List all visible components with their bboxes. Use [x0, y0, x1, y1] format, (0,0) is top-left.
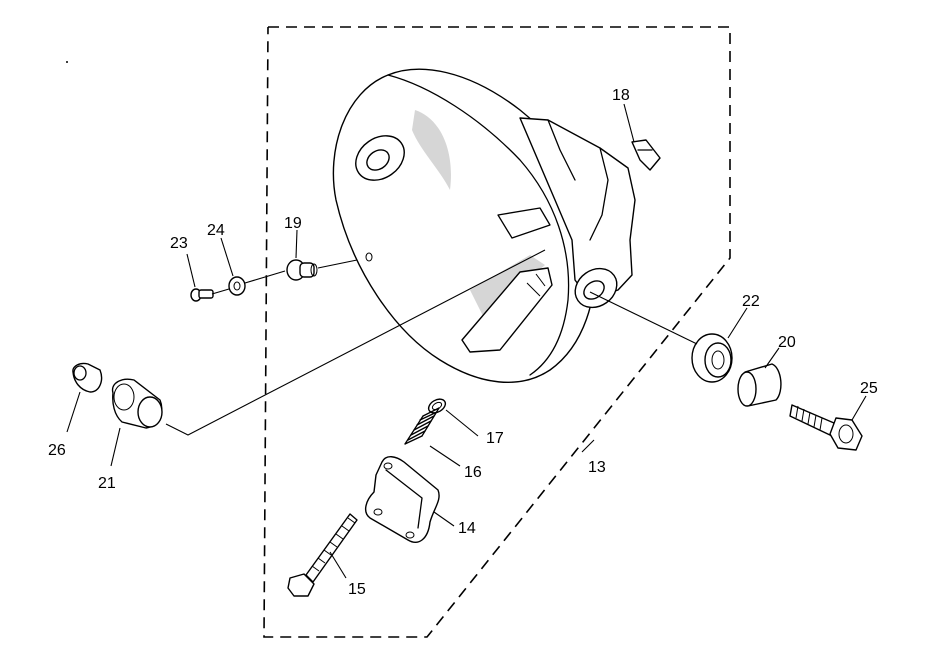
part-20-spacer [737, 363, 782, 407]
label-18: 18 [612, 87, 630, 104]
alignment-lines [165, 249, 698, 436]
part-18-clip [631, 139, 661, 171]
label-17: 17 [486, 430, 504, 447]
label-20: 20 [778, 334, 796, 351]
part-25-bolt [789, 404, 863, 451]
label-24: 24 [207, 222, 225, 239]
assembly-boundary-dashed [263, 26, 731, 638]
label-13: 13 [588, 459, 606, 476]
label-14: 14 [458, 520, 476, 537]
part-16-spring [404, 407, 440, 445]
part-23-screw [190, 288, 214, 302]
part-26-cap [72, 362, 103, 393]
part-24-washer [228, 276, 246, 296]
part-19-grommet [286, 259, 318, 281]
label-22: 22 [742, 293, 760, 310]
part-labels: 13 14 15 16 17 18 19 20 21 22 23 24 25 2… [48, 87, 878, 598]
part-22-bushing [691, 333, 733, 383]
stray-dot [66, 61, 68, 63]
headlight-housing [332, 68, 636, 384]
label-16: 16 [464, 464, 482, 481]
part-14-bracket [364, 456, 440, 543]
label-19: 19 [284, 215, 302, 232]
part-21-collar [111, 378, 163, 429]
label-23: 23 [170, 235, 188, 252]
label-26: 26 [48, 442, 66, 459]
label-25: 25 [860, 380, 878, 397]
part-15-screw [287, 513, 358, 597]
label-21: 21 [98, 475, 116, 492]
label-15: 15 [348, 581, 366, 598]
part-17-o-ring [427, 398, 447, 414]
label-leaders [66, 103, 867, 579]
